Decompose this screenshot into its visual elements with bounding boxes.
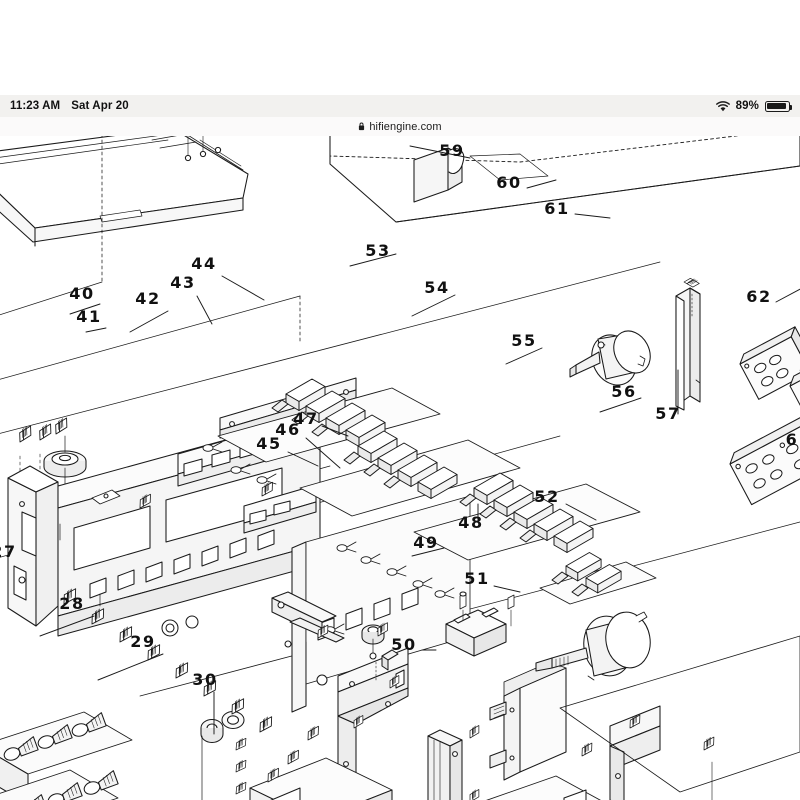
part-callout-48: 48 [458, 513, 483, 532]
part-callout-62: 62 [746, 287, 771, 306]
part-callout-44: 44 [191, 254, 216, 273]
part-49-mounting-bracket [337, 619, 409, 800]
part-53-slider-bank [217, 378, 441, 463]
part-27-29-jack-cluster [0, 711, 133, 800]
part-callout-45: 45 [256, 434, 281, 453]
part-callout-61: 61 [544, 199, 569, 218]
battery-percent-label: 89% [735, 100, 759, 112]
callout-leader-lines [35, 145, 800, 735]
part-callout-57: 57 [655, 404, 680, 423]
page-top-whitespace [0, 0, 800, 95]
part-callout-50: 50 [391, 635, 416, 654]
part-callout-27: 27 [0, 542, 17, 561]
part-57-side-bracket [675, 277, 701, 411]
url-host-label: hifiengine.com [369, 120, 442, 133]
part-61-potentiometer [569, 330, 651, 386]
part-30-washers [200, 710, 245, 800]
status-bar: 11:23 AM Sat Apr 20 89% [0, 95, 800, 117]
lamp-symbols [202, 441, 455, 635]
part-50-vertical-bracket [427, 722, 483, 800]
part-callout-51: 51 [464, 569, 489, 588]
part-callout-47: 47 [293, 409, 318, 428]
part-55-slider-bank [413, 472, 641, 561]
part-callout-49: 49 [413, 533, 438, 552]
part-62-switch-pcbs [729, 326, 800, 506]
status-bar-date: Sat Apr 20 [71, 100, 129, 112]
part-callout-40: 40 [69, 284, 94, 303]
browser-url-bar[interactable]: hifiengine.com [0, 117, 800, 136]
status-bar-time: 11:23 AM [10, 100, 61, 112]
part-callout-60: 60 [496, 173, 521, 192]
lock-icon [358, 122, 365, 131]
part-callout-43: 43 [170, 273, 195, 292]
part-top-cabinet-panel [0, 136, 249, 247]
part-callout-52: 52 [534, 487, 559, 506]
part-callout-6: 6 [786, 430, 799, 449]
part-bottom-transformer-coils [486, 775, 601, 800]
part-callout-42: 42 [135, 289, 160, 308]
part-callout-30: 30 [192, 670, 217, 689]
part-callout-56: 56 [611, 382, 636, 401]
part-52-motor-drum [535, 611, 651, 681]
part-callout-54: 54 [424, 278, 449, 297]
wifi-icon [715, 100, 730, 112]
part-callout-53: 53 [365, 241, 390, 260]
part-51-connector-panel [489, 661, 567, 781]
status-bar-right: 89% [715, 100, 793, 112]
rca-jacks [3, 712, 119, 800]
battery-icon [765, 100, 793, 112]
part-front-panel-secondary [291, 495, 471, 713]
part-bottom-transformer-box [232, 734, 393, 800]
part-callout-28: 28 [59, 594, 84, 613]
part-bottom-right-bracket [559, 635, 800, 800]
part-60-switch-cap [413, 147, 465, 203]
part-callout-46: 46 [275, 420, 300, 439]
part-callout-29: 29 [130, 632, 155, 651]
part-54-slider-bank [299, 430, 521, 517]
status-bar-left: 11:23 AM Sat Apr 20 [10, 100, 129, 112]
part-56-slider-pair [539, 552, 657, 605]
part-41-washer-assembly [43, 435, 87, 510]
part-48-switch-block [445, 591, 515, 657]
part-callout-55: 55 [511, 331, 536, 350]
part-callout-59: 59 [439, 141, 464, 160]
part-callout-41: 41 [76, 307, 101, 326]
